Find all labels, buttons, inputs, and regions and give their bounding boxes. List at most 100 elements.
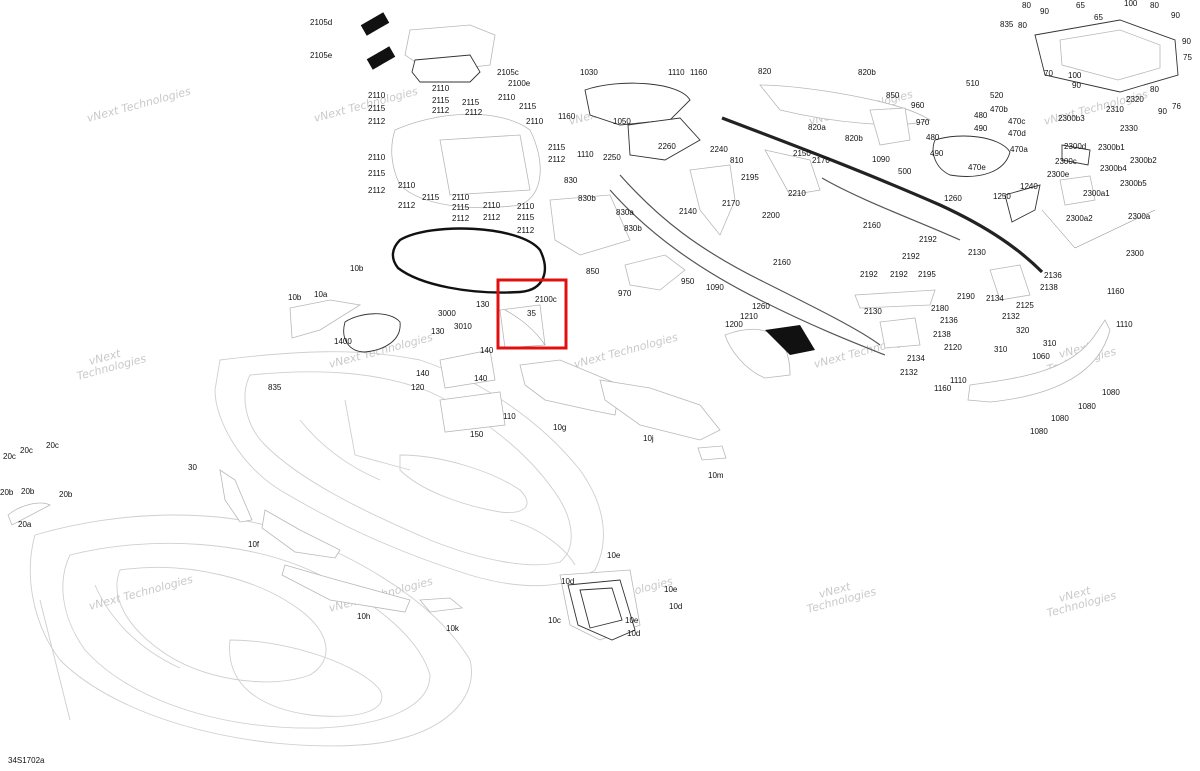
callout-835b[interactable]: 835 xyxy=(268,383,282,392)
callout-1060[interactable]: 1060 xyxy=(1032,352,1050,361)
callout-820a[interactable]: 820a xyxy=(808,123,826,132)
callout-1110c[interactable]: 1110 xyxy=(1116,320,1133,329)
callout-2300b1[interactable]: 2300b1 xyxy=(1098,143,1125,152)
callout-970a[interactable]: 970 xyxy=(916,118,930,127)
callout-500[interactable]: 500 xyxy=(898,167,912,176)
callout-1030[interactable]: 1030 xyxy=(580,68,598,77)
callout-2110i[interactable]: 2110 xyxy=(517,202,535,211)
callout-10f[interactable]: 10f xyxy=(248,540,260,549)
callout-510[interactable]: 510 xyxy=(966,79,980,88)
callout-2192d[interactable]: 2192 xyxy=(890,270,908,279)
callout-20b3[interactable]: 20b xyxy=(59,490,73,499)
callout-470e[interactable]: 470e xyxy=(968,163,986,172)
highlight-box[interactable] xyxy=(496,278,568,350)
callout-2300b4[interactable]: 2300b4 xyxy=(1100,164,1127,173)
callout-2112d[interactable]: 2112 xyxy=(548,155,566,164)
callout-1210[interactable]: 1210 xyxy=(740,312,758,321)
callout-10c[interactable]: 10c xyxy=(548,616,561,625)
callout-1240[interactable]: 1240 xyxy=(1020,182,1038,191)
callout-2190[interactable]: 2190 xyxy=(957,292,975,301)
callout-140c[interactable]: 140 xyxy=(474,374,488,383)
callout-10h[interactable]: 10h xyxy=(357,612,370,621)
callout-10d2[interactable]: 10d xyxy=(669,602,682,611)
callout-2160a[interactable]: 2160 xyxy=(863,221,881,230)
callout-2138a[interactable]: 2138 xyxy=(1040,283,1058,292)
callout-2240[interactable]: 2240 xyxy=(710,145,728,154)
callout-2300d[interactable]: 2300d xyxy=(1064,142,1086,151)
callout-2115d[interactable]: 2115 xyxy=(368,104,386,113)
callout-35[interactable]: 35 xyxy=(527,309,536,318)
callout-2170b[interactable]: 2170 xyxy=(722,199,740,208)
callout-2320[interactable]: 2320 xyxy=(1126,95,1144,104)
callout-2300a1[interactable]: 2300a1 xyxy=(1083,189,1110,198)
callout-2100c[interactable]: 2100c xyxy=(535,295,557,304)
callout-1080c[interactable]: 1080 xyxy=(1051,414,1069,423)
callout-120[interactable]: 120 xyxy=(411,383,425,392)
callout-2138b[interactable]: 2138 xyxy=(933,330,951,339)
callout-90c[interactable]: 90 xyxy=(1182,37,1191,46)
callout-1160d[interactable]: 1160 xyxy=(934,384,952,393)
callout-20c2[interactable]: 20c xyxy=(20,446,33,455)
callout-2115a[interactable]: 2115 xyxy=(432,96,450,105)
callout-10e2[interactable]: 10e xyxy=(664,585,678,594)
callout-20c3[interactable]: 20c xyxy=(46,441,59,450)
callout-1400[interactable]: 1400 xyxy=(334,337,352,346)
callout-2300b2[interactable]: 2300b2 xyxy=(1130,156,1157,165)
callout-850a[interactable]: 850 xyxy=(886,91,900,100)
callout-30[interactable]: 30 xyxy=(188,463,197,472)
callout-2132a[interactable]: 2132 xyxy=(1002,312,1020,321)
callout-2200[interactable]: 2200 xyxy=(762,211,780,220)
callout-2132b[interactable]: 2132 xyxy=(900,368,918,377)
callout-2192b[interactable]: 2192 xyxy=(902,252,920,261)
callout-110[interactable]: 110 xyxy=(503,412,516,421)
callout-320[interactable]: 320 xyxy=(1016,326,1030,335)
callout-130a[interactable]: 130 xyxy=(476,300,490,309)
callout-10g[interactable]: 10g xyxy=(553,423,566,432)
callout-520[interactable]: 520 xyxy=(990,91,1004,100)
callout-70[interactable]: 70 xyxy=(1044,69,1053,78)
callout-2110b[interactable]: 2110 xyxy=(498,93,516,102)
callout-1110b[interactable]: 1110 xyxy=(577,150,594,159)
callout-2134a[interactable]: 2134 xyxy=(986,294,1004,303)
callout-2112f[interactable]: 2112 xyxy=(398,201,416,210)
callout-1160a[interactable]: 1160 xyxy=(690,68,708,77)
callout-2330[interactable]: 2330 xyxy=(1120,124,1138,133)
callout-2105d[interactable]: 2105d xyxy=(310,18,332,27)
callout-2112i[interactable]: 2112 xyxy=(517,226,535,235)
callout-2180[interactable]: 2180 xyxy=(931,304,949,313)
callout-1050[interactable]: 1050 xyxy=(613,117,631,126)
callout-480b[interactable]: 480 xyxy=(974,111,988,120)
callout-130b[interactable]: 130 xyxy=(431,327,445,336)
callout-1250[interactable]: 1250 xyxy=(993,192,1011,201)
callout-2112e[interactable]: 2112 xyxy=(368,186,386,195)
callout-10j[interactable]: 10j xyxy=(643,434,654,443)
callout-1090b[interactable]: 1090 xyxy=(706,283,724,292)
callout-10a[interactable]: 10a xyxy=(314,290,328,299)
callout-2300a[interactable]: 2300a xyxy=(1128,212,1151,221)
callout-75[interactable]: 75 xyxy=(1183,53,1192,62)
callout-2134b[interactable]: 2134 xyxy=(907,354,925,363)
callout-80b[interactable]: 80 xyxy=(1150,1,1159,10)
callout-2105c[interactable]: 2105c xyxy=(497,68,519,77)
callout-150[interactable]: 150 xyxy=(470,430,484,439)
callout-90a[interactable]: 90 xyxy=(1040,7,1049,16)
callout-65a[interactable]: 65 xyxy=(1076,1,1085,10)
callout-80d[interactable]: 80 xyxy=(1150,85,1159,94)
callout-1260a[interactable]: 1260 xyxy=(944,194,962,203)
callout-76[interactable]: 76 xyxy=(1172,102,1181,111)
callout-2195b[interactable]: 2195 xyxy=(918,270,936,279)
callout-830[interactable]: 830 xyxy=(564,176,578,185)
callout-10b2[interactable]: 10b xyxy=(288,293,302,302)
callout-2110g[interactable]: 2110 xyxy=(452,193,470,202)
callout-2130a[interactable]: 2130 xyxy=(968,248,986,257)
callout-10d1[interactable]: 10d xyxy=(561,577,574,586)
callout-850b[interactable]: 850 xyxy=(586,267,600,276)
callout-2310[interactable]: 2310 xyxy=(1106,105,1124,114)
callout-80c[interactable]: 80 xyxy=(1018,21,1027,30)
callout-10k[interactable]: 10k xyxy=(446,624,460,633)
callout-140a[interactable]: 140 xyxy=(480,346,494,355)
callout-2110e[interactable]: 2110 xyxy=(368,153,386,162)
callout-820bb[interactable]: 820b xyxy=(845,134,863,143)
callout-490a[interactable]: 490 xyxy=(930,149,944,158)
callout-20b1[interactable]: 20b xyxy=(0,488,14,497)
